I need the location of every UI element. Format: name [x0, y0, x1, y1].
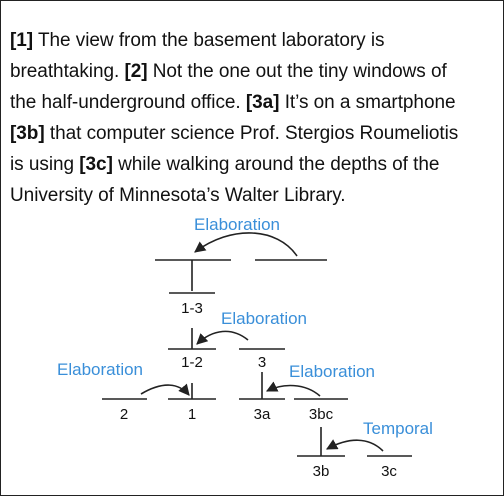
- segment-marker: [1]: [10, 30, 34, 51]
- passage-line: University of Minnesota’s Walter Library…: [10, 180, 498, 211]
- segment-text: is using: [10, 154, 80, 175]
- segment-text: breathtaking.: [10, 61, 125, 82]
- node-label-3: 3: [258, 354, 266, 371]
- passage-line: [1] The view from the basement laborator…: [10, 25, 498, 56]
- segment-text: while walking around the depths of the: [112, 154, 440, 175]
- segment-text: that computer science Prof. Stergios Rou…: [44, 123, 459, 144]
- node-label-2: 2: [120, 406, 128, 423]
- passage-line: the half-underground office. [3a] It’s o…: [10, 87, 498, 118]
- passage-line: breathtaking. [2] Not the one out the ti…: [10, 56, 498, 87]
- segment-text: University of Minnesota’s Walter Library…: [10, 185, 346, 206]
- segment-text: Not the one out the tiny windows of: [147, 61, 447, 82]
- relation-label-top: Elaboration: [194, 215, 280, 234]
- relation-label-1-3: Elaboration: [221, 309, 307, 328]
- arrow-3: [265, 381, 321, 397]
- passage-line: is using [3c] while walking around the d…: [10, 149, 498, 180]
- tree-lines: [102, 232, 412, 457]
- segment-text: It’s on a smartphone: [279, 92, 456, 113]
- passage-text: [1] The view from the basement laborator…: [10, 25, 498, 211]
- arrow-top: [194, 232, 298, 257]
- relation-labels: Elaboration Elaboration Elaboration Elab…: [57, 215, 433, 438]
- relation-label-3: Elaboration: [289, 362, 375, 381]
- relation-label-1-2: Elaboration: [57, 360, 143, 379]
- arrow-3bc: [326, 439, 384, 452]
- node-label-3bc: 3bc: [309, 406, 334, 423]
- segment-marker: [3a]: [245, 92, 280, 113]
- relation-label-3bc: Temporal: [363, 419, 433, 438]
- node-label-3c: 3c: [381, 463, 397, 480]
- segment-marker: [3b]: [10, 123, 45, 144]
- node-label-3b: 3b: [313, 463, 330, 480]
- segment-text: the half-underground office.: [10, 92, 246, 113]
- arrow-1-2: [140, 383, 190, 396]
- node-labels: 1-3 1-2 3 2 1 3a 3bc 3b 3c: [120, 300, 398, 480]
- node-label-1-3: 1-3: [181, 300, 203, 317]
- node-label-1: 1: [188, 406, 196, 423]
- segment-text: The view from the basement laboratory is: [33, 30, 385, 51]
- segment-marker: [3c]: [79, 154, 113, 175]
- node-label-3a: 3a: [254, 406, 271, 423]
- arrow-1-3: [196, 330, 249, 345]
- segment-marker: [2]: [124, 61, 148, 82]
- node-label-1-2: 1-2: [181, 354, 203, 371]
- passage-line: [3b] that computer science Prof. Stergio…: [10, 118, 498, 149]
